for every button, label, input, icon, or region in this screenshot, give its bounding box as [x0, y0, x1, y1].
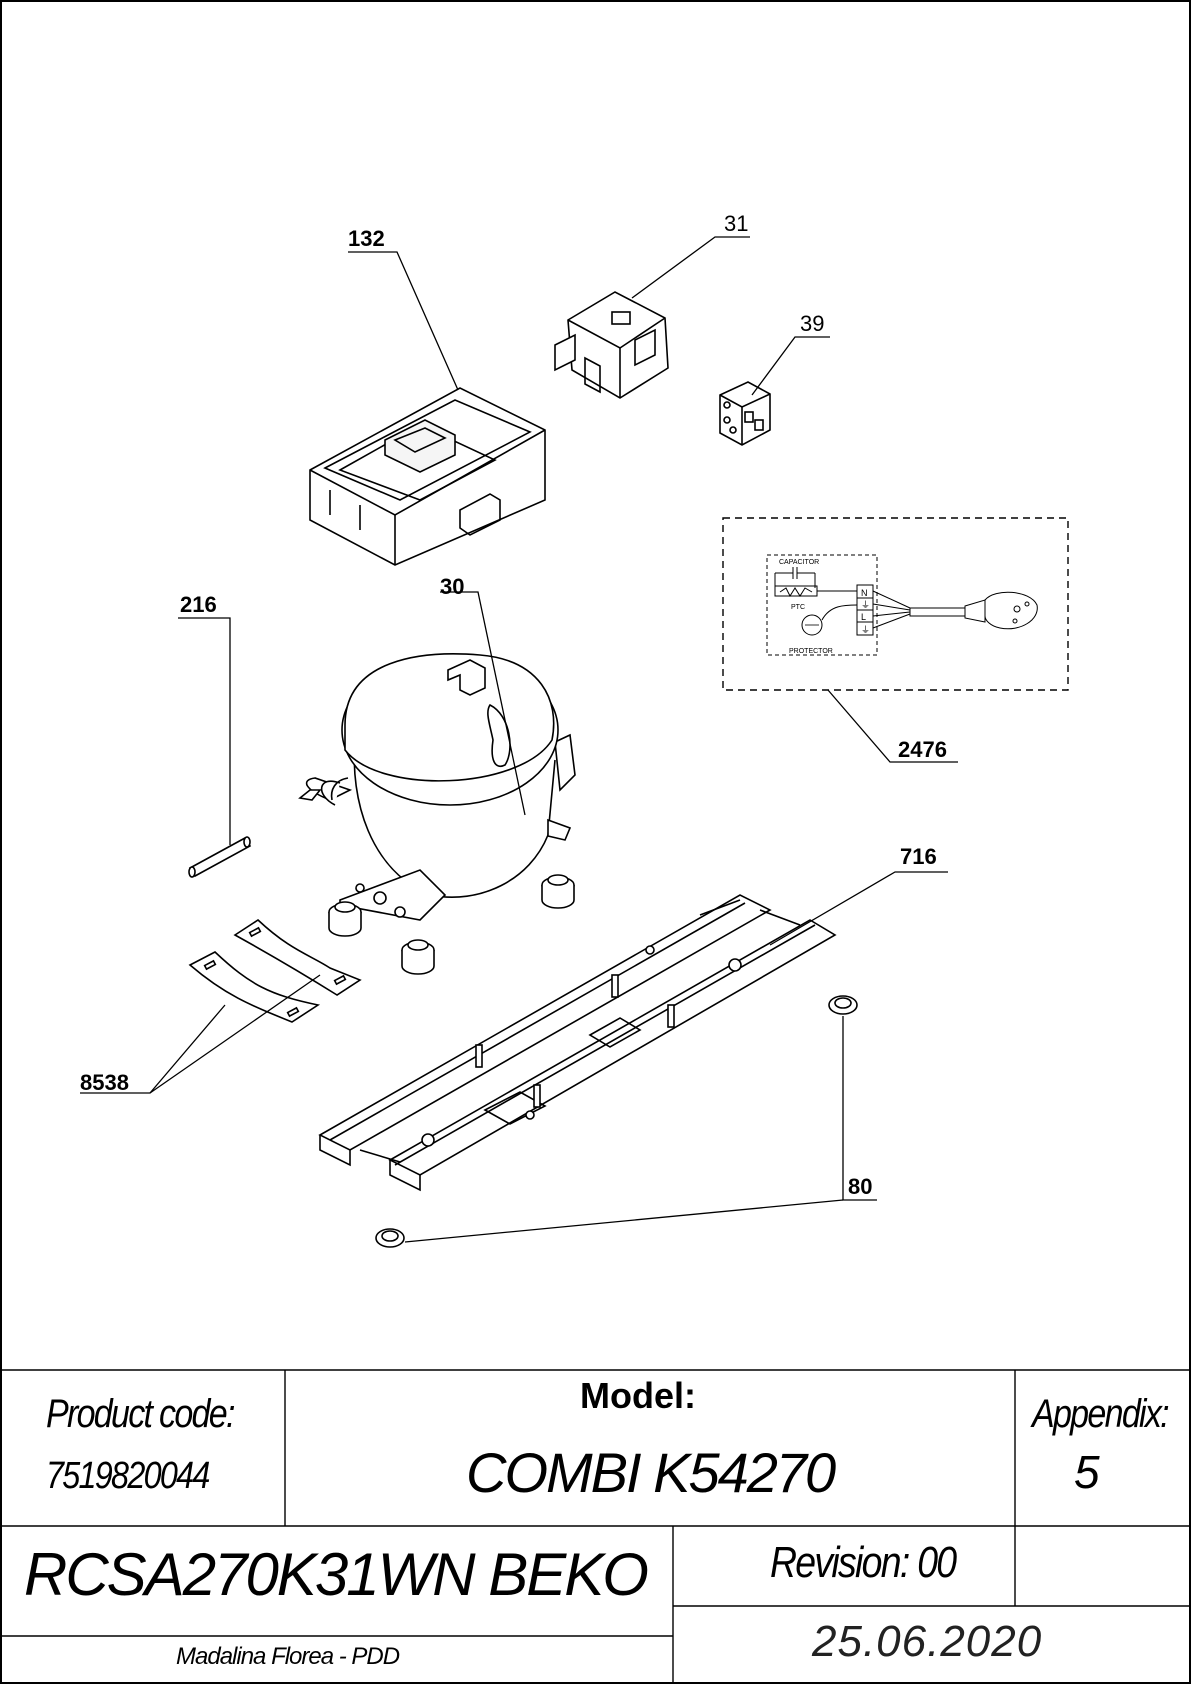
model-value: COMBI K54270 — [466, 1441, 836, 1504]
terminal-earth-2: ⏚ — [861, 625, 870, 635]
date: 25.06.2020 — [812, 1617, 1043, 1666]
callout-716: 716 — [900, 844, 937, 869]
author: Madalina Florea - PDD — [176, 1643, 400, 1670]
model-label: Model: — [580, 1375, 696, 1416]
terminal-l: L — [861, 612, 866, 622]
callout-80: 80 — [848, 1174, 872, 1199]
part-132-cover-box — [309, 387, 546, 566]
grommet-left — [328, 901, 362, 937]
callout-labels: 132 31 39 216 30 2476 716 8538 80 — [80, 211, 947, 1199]
callout-216: 216 — [180, 592, 217, 617]
clip-right — [828, 995, 858, 1015]
leader-lines — [80, 236, 958, 1243]
callout-132: 132 — [348, 226, 385, 251]
grommet-right — [541, 874, 575, 909]
part-30-compressor — [298, 653, 576, 921]
appendix-value: 5 — [1074, 1446, 1100, 1498]
product-name: RCSA270K31WN BEKO — [24, 1541, 649, 1608]
callout-30: 30 — [440, 574, 464, 599]
part-2476-wiring-diagram: CAPACITOR PTC PROTECTOR N ⏚ L ⏚ — [722, 517, 1069, 691]
product-code-label: Product code: — [46, 1392, 235, 1436]
capacitor-label: CAPACITOR — [779, 559, 819, 566]
part-8538-plates — [188, 918, 362, 1023]
protector-label: PROTECTOR — [789, 648, 833, 655]
grommet-front — [401, 939, 435, 975]
terminal-earth-1: ⏚ — [861, 600, 870, 610]
grommets — [328, 874, 575, 975]
part-80-clips — [375, 995, 858, 1248]
revision: Revision: 00 — [770, 1538, 957, 1587]
terminal-n: N — [861, 588, 868, 598]
callout-39: 39 — [800, 311, 824, 336]
part-39-ptc-relay — [719, 381, 771, 446]
clip-left — [375, 1228, 405, 1248]
callout-31: 31 — [724, 211, 748, 236]
callout-8538: 8538 — [80, 1070, 129, 1095]
part-216-rod — [188, 836, 252, 878]
part-716-base-frame — [318, 894, 837, 1192]
product-code-value: 7519820044 — [46, 1455, 210, 1497]
part-31-relay-cover — [554, 291, 669, 399]
title-block-grid — [0, 1369, 1191, 1684]
ptc-label: PTC — [791, 604, 805, 611]
appendix-label: Appendix: — [1032, 1392, 1170, 1436]
callout-2476: 2476 — [898, 737, 947, 762]
